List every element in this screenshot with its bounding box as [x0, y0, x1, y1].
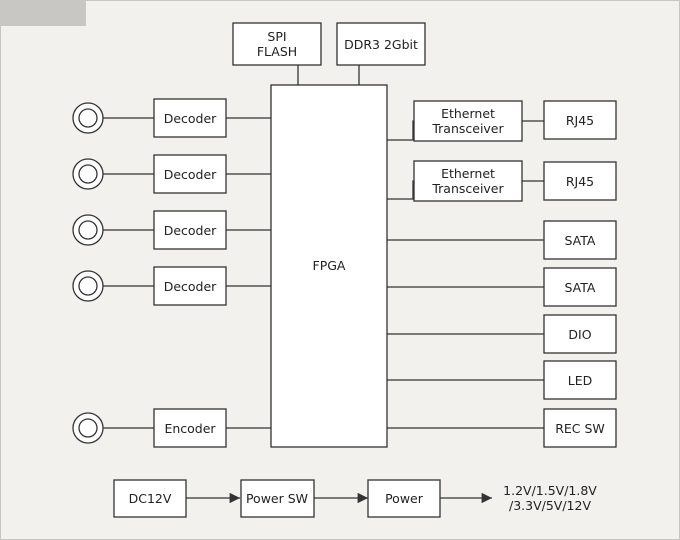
power-block: Power — [367, 479, 441, 518]
fpga-eth-2-link — [387, 180, 414, 200]
eth-transceiver-label-line2: Transceiver — [431, 181, 504, 196]
ddr3-block: DDR3 2Gbit — [336, 22, 426, 66]
fpga-eth-1-link — [387, 120, 414, 141]
encoder-label: Encoder — [164, 421, 216, 436]
power-sw-block: Power SW — [240, 479, 315, 518]
spi-flash-label-line2: FLASH — [257, 44, 297, 59]
rj45-label: RJ45 — [566, 113, 594, 128]
decoder-label: Decoder — [164, 167, 217, 182]
led-block: LED — [543, 360, 617, 400]
rj45-label: RJ45 — [566, 174, 594, 189]
eth-transceiver-label-line2: Transceiver — [431, 121, 504, 136]
decoder-block: Decoder — [153, 154, 227, 194]
coax-connector-icon — [72, 102, 104, 134]
dio-block: DIO — [543, 314, 617, 354]
coax-connector-icon — [72, 214, 104, 246]
sata-block: SATA — [543, 220, 617, 260]
decoder-block: Decoder — [153, 98, 227, 138]
ethernet-transceiver-block: Ethernet Transceiver — [413, 100, 523, 142]
spi-flash-block: SPI FLASH — [232, 22, 322, 66]
decoder-block: Decoder — [153, 266, 227, 306]
power-outputs-line2: /3.3V/5V/12V — [509, 498, 591, 513]
eth-transceiver-label-line1: Ethernet — [441, 166, 495, 181]
rj45-block: RJ45 — [543, 161, 617, 201]
power-sw-label: Power SW — [246, 491, 308, 506]
rec-sw-block: REC SW — [543, 408, 617, 448]
connector-symbols — [72, 102, 104, 444]
decoder-label: Decoder — [164, 111, 217, 126]
sata-label: SATA — [565, 280, 596, 295]
dio-label: DIO — [568, 327, 591, 342]
coax-connector-icon — [72, 412, 104, 444]
decoder-block: Decoder — [153, 210, 227, 250]
rj45-block: RJ45 — [543, 100, 617, 140]
encoder-block: Encoder — [153, 408, 227, 448]
sata-block: SATA — [543, 267, 617, 307]
ddr3-label: DDR3 2Gbit — [344, 37, 418, 52]
corner-tab — [0, 0, 86, 26]
dc12v-block: DC12V — [113, 479, 187, 518]
ethernet-transceiver-block: Ethernet Transceiver — [413, 160, 523, 202]
power-label: Power — [385, 491, 424, 506]
rec-sw-label: REC SW — [555, 421, 605, 436]
sata-label: SATA — [565, 233, 596, 248]
connector-lines — [103, 65, 544, 504]
coax-connector-icon — [72, 270, 104, 302]
spi-flash-label-line1: SPI — [267, 29, 286, 44]
power-outputs-line1: 1.2V/1.5V/1.8V — [503, 483, 597, 498]
led-label: LED — [568, 373, 593, 388]
fpga-block: FPGA — [270, 84, 388, 448]
decoder-label: Decoder — [164, 223, 217, 238]
fpga-label: FPGA — [313, 258, 346, 273]
decoder-label: Decoder — [164, 279, 217, 294]
eth-transceiver-label-line1: Ethernet — [441, 106, 495, 121]
dc12v-label: DC12V — [129, 491, 172, 506]
coax-connector-icon — [72, 158, 104, 190]
